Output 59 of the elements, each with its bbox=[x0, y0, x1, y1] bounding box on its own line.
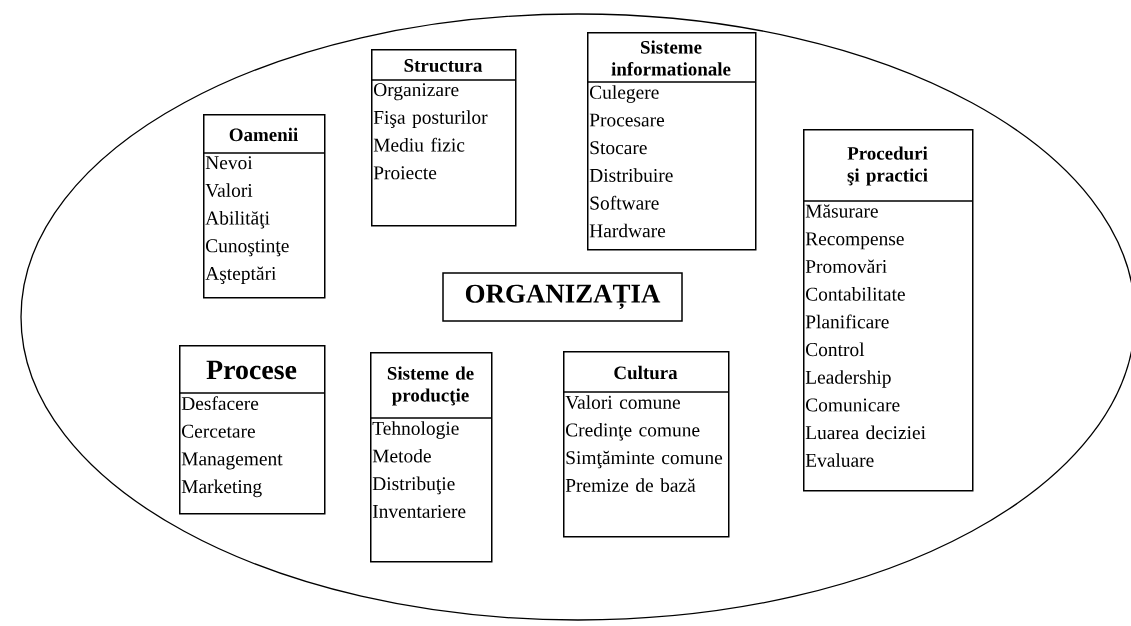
node-label: Valori bbox=[205, 183, 253, 198]
node-label: Tehnologie bbox=[372, 421, 459, 439]
list-box bbox=[802, 129, 974, 492]
node-label: Cunoştinţe bbox=[206, 239, 289, 257]
node-label: Stocare bbox=[590, 141, 647, 155]
box-heading: Procese bbox=[206, 360, 297, 380]
node-label: Măsurare bbox=[805, 204, 878, 218]
node-label: Desfacere bbox=[181, 396, 259, 411]
node-label: Inventariere bbox=[372, 504, 466, 518]
item-list: Culegere Procesare Stocare Distribuire Software Hardware bbox=[589, 85, 673, 238]
box-heading: Cultura bbox=[614, 365, 678, 380]
list-box bbox=[562, 351, 730, 538]
node-label: Procesare bbox=[589, 113, 665, 127]
title-box: ORGANIZAȚIA bbox=[442, 272, 683, 322]
box-heading: Sisteme informationale bbox=[611, 40, 731, 76]
item-list: Nevoi Valori Abilităţi Cunoştinţe Aşteptări bbox=[205, 156, 289, 284]
node-label: Hardware bbox=[589, 223, 666, 238]
node-label: Distribuire bbox=[589, 168, 673, 182]
node-label: Distribuţie bbox=[372, 476, 455, 495]
node-label: Planificare bbox=[805, 314, 889, 329]
node-label: Luarea deciziei bbox=[805, 425, 926, 440]
node-label: Simţăminte comune bbox=[566, 450, 723, 469]
item-list: Valori comune Credinţe comune Simţăminte comune Premize de bază bbox=[565, 395, 723, 492]
list-box bbox=[178, 345, 326, 515]
node-label: Contabilitate bbox=[806, 287, 905, 301]
node-label: Premize de bază bbox=[565, 478, 696, 492]
node-label: Comunicare bbox=[806, 398, 900, 412]
list-box bbox=[369, 352, 493, 563]
node-label: Proiecte bbox=[373, 166, 437, 180]
list-box bbox=[202, 114, 326, 299]
node-label: Cercetare bbox=[182, 424, 255, 438]
item-list: Tehnologie Metode Distribuţie Inventariere bbox=[372, 421, 466, 518]
box-heading: Sisteme de producţie bbox=[387, 366, 474, 406]
node-label: Control bbox=[806, 342, 865, 357]
node-label: Valori comune bbox=[565, 395, 680, 409]
item-list: Organizare Fişa posturilor Mediu fizic Proiecte bbox=[373, 83, 488, 180]
node-label: Aşteptări bbox=[205, 266, 277, 284]
node-label: Credinţe comune bbox=[566, 422, 700, 441]
node-label: Mediu fizic bbox=[373, 137, 465, 152]
box-heading: Oamenii bbox=[229, 127, 298, 142]
item-list: Desfacere Cercetare Management Marketing bbox=[181, 396, 283, 498]
node-label: Marketing bbox=[181, 479, 262, 498]
node-label: Culegere bbox=[590, 85, 659, 103]
box-heading: Structura bbox=[404, 59, 483, 72]
node-label: Organizare bbox=[374, 83, 459, 101]
node-label: Abilităţi bbox=[205, 210, 270, 229]
node-label: Metode bbox=[372, 448, 431, 463]
item-list: Măsurare Recompense Promovări Contabilitate Planificare Control Leadership Comunicare Luarea deciziei Evaluare bbox=[805, 204, 926, 467]
node-label: Management bbox=[181, 452, 283, 470]
node-label: Software bbox=[590, 195, 659, 210]
box-heading: Proceduri şi practici bbox=[847, 146, 928, 186]
node-label: Recompense bbox=[805, 232, 904, 250]
node-label: Promovări bbox=[805, 259, 887, 274]
node-label: Nevoi bbox=[205, 156, 253, 170]
list-box bbox=[370, 49, 517, 227]
list-box bbox=[586, 32, 757, 251]
node-label: Evaluare bbox=[805, 453, 874, 467]
node-label: Fişa posturilor bbox=[373, 110, 488, 128]
node-label: Leadership bbox=[805, 370, 891, 388]
